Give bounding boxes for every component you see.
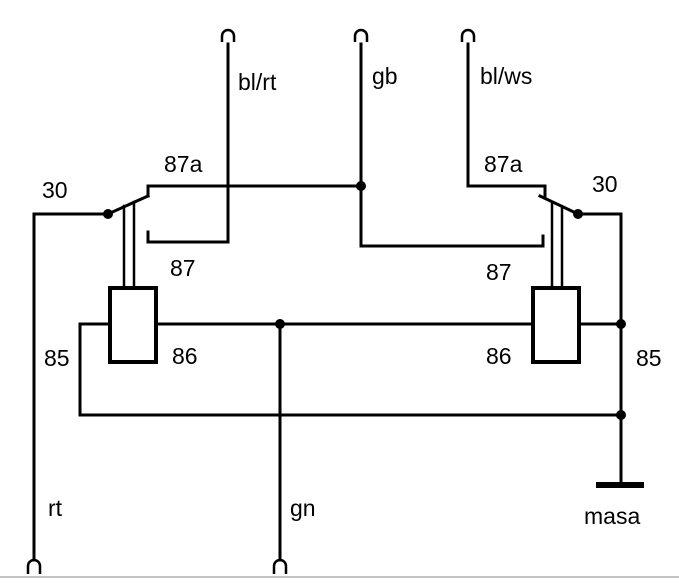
wire-left-87a: [146, 184, 363, 198]
left-relay-coil: [108, 286, 158, 364]
right-relay-coil: [531, 286, 581, 364]
wire-bl-ws: [466, 42, 547, 198]
terminal-bl-rt: [220, 28, 236, 42]
label-ground: masa: [584, 503, 640, 529]
label-gb: gb: [372, 63, 398, 89]
wire-rt: [32, 212, 110, 562]
right-pin-86-label: 86: [486, 343, 512, 369]
wire-gb: [359, 42, 545, 248]
left-pin-85-label: 85: [44, 345, 70, 371]
right-pin-87a-label: 87a: [484, 151, 523, 177]
terminal-gb: [353, 28, 369, 42]
junction-dot: [573, 209, 583, 219]
terminal-gn: [272, 558, 288, 574]
junction-dot: [356, 181, 366, 191]
right-switch-arm: [538, 194, 580, 216]
junction-dot: [275, 319, 285, 329]
junction-dot: [616, 410, 626, 420]
wire-bl-rt: [146, 42, 230, 244]
terminal-bl-ws: [460, 28, 476, 42]
wire-left-85: [78, 322, 623, 417]
junction-dot: [103, 209, 113, 219]
terminal-rt: [26, 558, 42, 574]
junction-dot: [616, 319, 626, 329]
label-rt: rt: [48, 495, 63, 521]
label-gn: gn: [290, 495, 316, 521]
wire-right-30: [576, 212, 623, 486]
right-pin-30-label: 30: [592, 171, 618, 197]
ground-symbol: [596, 482, 644, 488]
left-switch-arm: [106, 194, 150, 216]
right-pin-85-label: 85: [636, 345, 662, 371]
label-bl-rt: bl/rt: [238, 69, 277, 95]
left-pin-87a-label: 87a: [164, 151, 203, 177]
left-pin-86-label: 86: [172, 343, 198, 369]
label-bl-ws: bl/ws: [480, 63, 532, 89]
right-pin-87-label: 87: [486, 259, 512, 285]
left-pin-30-label: 30: [42, 177, 68, 203]
left-pin-87-label: 87: [170, 255, 196, 281]
